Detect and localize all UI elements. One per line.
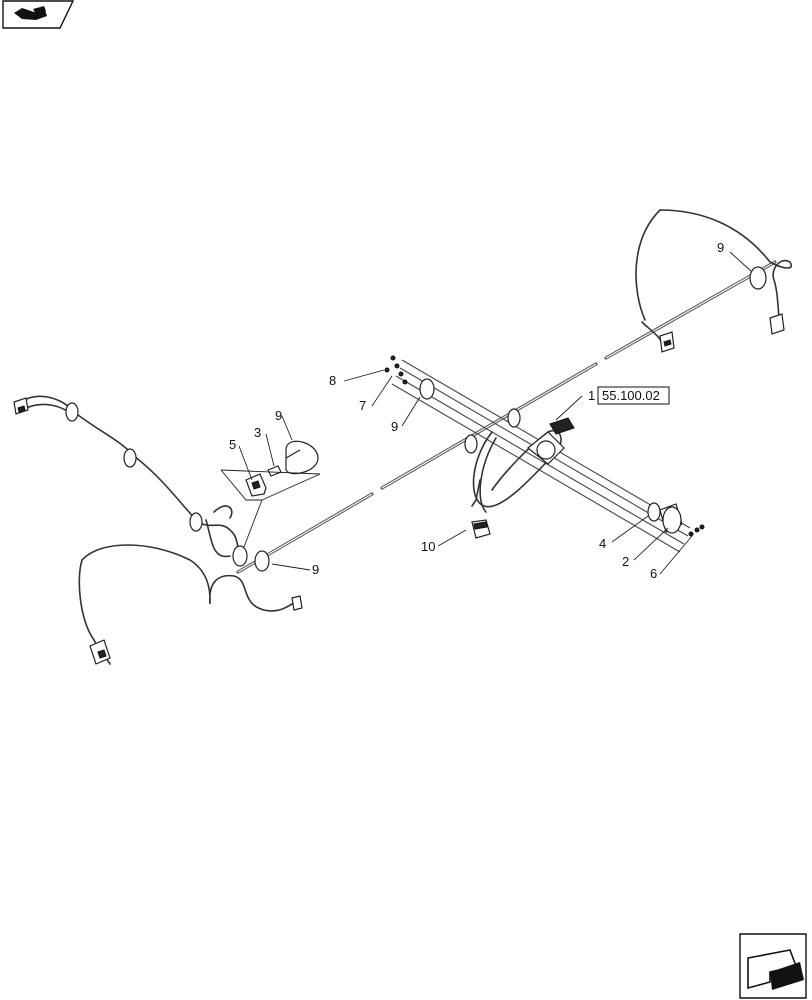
fastener-group-top [384,355,408,385]
book-arrow-icon[interactable] [2,0,75,29]
callout-9: 9 [391,419,398,434]
left-harness [13,395,303,665]
callout-9: 9 [275,408,282,423]
boom-rod [236,260,777,574]
central-harness [471,417,575,513]
callout-9: 9 [717,240,724,255]
callout-2: 2 [622,554,629,569]
callout-6: 6 [650,566,657,581]
reference-box[interactable]: 55.100.02 [597,386,670,405]
clamp-ring [464,434,478,454]
detail-parts [220,440,321,553]
callout-10: 10 [421,539,435,554]
callout-leaders [238,251,753,575]
callout-8: 8 [329,373,336,388]
reference-label: 55.100.02 [602,388,660,403]
right-harness [635,209,792,353]
clamp-ring [419,378,435,400]
callout-3: 3 [254,425,261,440]
part-10-connector [471,519,491,539]
callout-4: 4 [599,536,606,551]
clamp-ring [507,408,521,428]
end-cap [647,502,705,537]
callout-1: 1 [588,388,595,403]
callout-7: 7 [359,398,366,413]
callout-9: 9 [312,562,319,577]
callout-5: 5 [229,437,236,452]
